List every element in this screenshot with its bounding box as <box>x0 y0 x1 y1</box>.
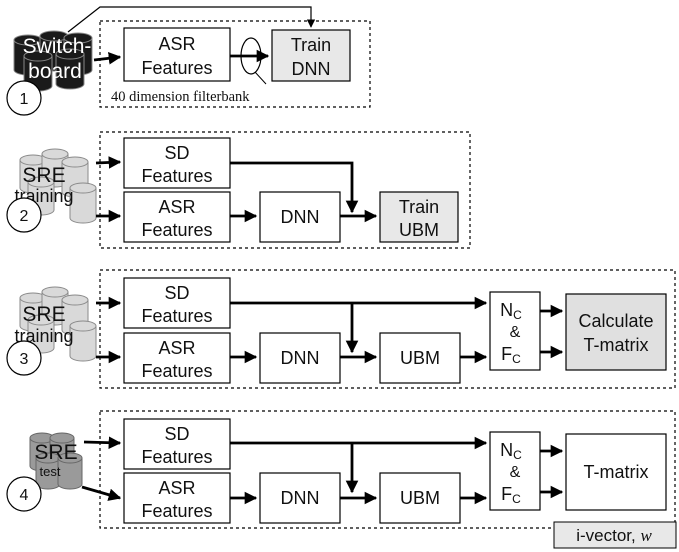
dnn-label: DNN <box>281 207 320 227</box>
sd-features-line-1: SD <box>164 143 189 163</box>
stage-4: SRE test 4 SD Features ASR Features DNN … <box>6 410 677 549</box>
train-ubm-line-1: Train <box>399 197 439 217</box>
step-badge <box>6 197 42 233</box>
step-badge <box>6 80 42 116</box>
stage-2: SRE training 2 SD Features ASR Features … <box>6 131 471 249</box>
sre-training-database-icon <box>19 286 97 362</box>
stage-3-frame <box>99 269 676 389</box>
database-to-asr-arrow <box>81 485 122 501</box>
stats-f-subscript: C <box>512 492 521 506</box>
asr-features-line-2: Features <box>141 501 212 521</box>
stats-ampersand: & <box>510 464 521 481</box>
sd-features-box <box>123 137 231 189</box>
step-badge <box>6 340 42 376</box>
asr-features-line-2: Features <box>141 361 212 381</box>
asr-features-box <box>123 191 231 243</box>
filterbank-note: 40 dimension filterbank <box>111 89 250 105</box>
train-dnn-box <box>271 29 351 82</box>
filterbank-callout-line <box>254 71 267 85</box>
dnn-label: DNN <box>281 488 320 508</box>
stats-box <box>489 431 541 511</box>
sd-to-train-ubm-arrow <box>230 161 359 214</box>
dnn-box <box>259 472 341 524</box>
stats-n: NC <box>500 440 522 462</box>
asr-features-box <box>123 27 231 82</box>
step-badge <box>6 476 42 512</box>
result-line-1: Calculate <box>578 311 653 331</box>
source-label-line-1: SRE <box>22 303 65 326</box>
t-matrix-box <box>565 433 667 511</box>
stage-2-frame <box>99 131 471 249</box>
stage-1-frame <box>99 20 371 108</box>
source-label-line-1: Switch- <box>23 35 92 58</box>
sd-features-line-2: Features <box>141 166 212 186</box>
source-label-line-1: SRE <box>34 441 77 464</box>
dnn-label: DNN <box>281 348 320 368</box>
stats-f: FC <box>501 484 521 506</box>
source-label-line-1: SRE <box>22 164 65 187</box>
stage-1: Switch- board 1 ASR Features Train DNN 4… <box>6 6 371 116</box>
asr-features-line-1: ASR <box>158 478 195 498</box>
stats-n-subscript: C <box>513 448 522 462</box>
stats-f: FC <box>501 344 521 366</box>
database-to-train-dnn-arrow <box>67 6 316 33</box>
stats-f-subscript: C <box>512 352 521 366</box>
step-number: 1 <box>20 91 29 108</box>
asr-features-line-1: ASR <box>158 338 195 358</box>
train-ubm-box <box>379 191 459 243</box>
sd-features-line-2: Features <box>141 306 212 326</box>
calculate-t-matrix-box <box>565 293 667 371</box>
dnn-box <box>259 191 341 243</box>
database-to-sd-arrow <box>95 156 122 169</box>
source-label-line-2: training <box>14 326 73 346</box>
sd-features-line-2: Features <box>141 447 212 467</box>
source-label-line-2: test <box>40 464 61 479</box>
train-ubm-line-2: UBM <box>399 220 439 240</box>
i-vector-output-box <box>553 521 677 549</box>
train-dnn-line-2: DNN <box>292 59 331 79</box>
i-vector-symbol: w <box>640 526 652 545</box>
i-vector-output-label: i-vector, w <box>576 526 652 545</box>
step-number: 2 <box>20 208 29 225</box>
sre-training-database-icon <box>19 148 97 224</box>
ubm-label: UBM <box>400 488 440 508</box>
stage-4-frame <box>99 410 676 529</box>
ubm-box <box>379 472 461 524</box>
step-number: 3 <box>20 351 29 368</box>
sd-features-box <box>123 277 231 329</box>
stats-n: NC <box>500 300 522 322</box>
dnn-box <box>259 332 341 384</box>
switchboard-database-icon <box>13 30 93 92</box>
asr-features-line-1: ASR <box>158 34 195 54</box>
stage-3: SRE training 3 SD Features ASR Features … <box>6 269 676 389</box>
asr-features-line-1: ASR <box>158 197 195 217</box>
asr-features-box <box>123 472 231 524</box>
step-number: 4 <box>20 487 29 504</box>
stats-box <box>489 291 541 371</box>
asr-features-line-2: Features <box>141 58 212 78</box>
stats-ampersand: & <box>510 324 521 341</box>
train-dnn-line-1: Train <box>291 35 331 55</box>
sd-features-line-1: SD <box>164 424 189 444</box>
asr-features-line-2: Features <box>141 220 212 240</box>
database-to-sd-arrow <box>83 436 122 449</box>
result-line-2: T-matrix <box>584 335 649 355</box>
sre-test-database-icon <box>29 432 83 490</box>
stats-n-subscript: C <box>513 308 522 322</box>
ubm-label: UBM <box>400 348 440 368</box>
source-label-line-2: board <box>28 60 82 83</box>
database-to-asr-arrow <box>93 52 122 65</box>
t-matrix-label: T-matrix <box>584 462 649 482</box>
sd-features-line-1: SD <box>164 283 189 303</box>
